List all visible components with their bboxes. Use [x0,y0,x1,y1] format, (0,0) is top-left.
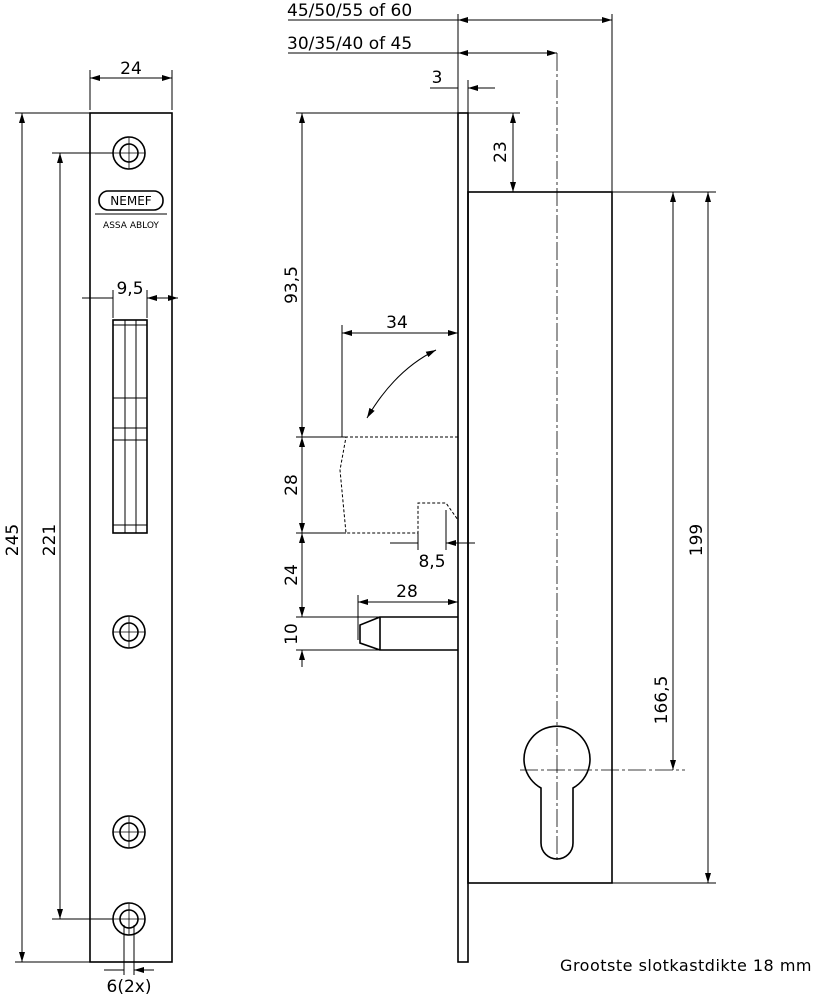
faceplate [89,112,173,963]
screw-hole [112,615,146,649]
dim-screw-hole: 6(2x) [107,977,152,997]
logo-group: ASSA ABLOY [103,221,159,231]
screw-hole [112,902,146,936]
dead-bolt [359,616,458,651]
dim-latch-height: 28 [282,474,302,496]
screw-hole [112,136,146,170]
dim-cylinder-center: 166,5 [652,676,672,725]
dim-backset-large: 45/50/55 of 60 [287,1,412,21]
latch-bolt [339,436,459,534]
cylinder-keyhole [523,725,591,860]
side-view: 45/50/55 of 60 30/35/40 of 45 3 23 93,5 … [282,1,716,963]
lock-case [467,191,613,884]
caption: Grootste slotkastdikte 18 mm [560,956,812,975]
latch-swing-arrow [366,349,437,419]
dim-bolt-projection: 28 [396,582,418,602]
dim-latch-projection: 34 [386,313,408,333]
dim-total-height: 245 [3,524,23,556]
dim-latch-position: 93,5 [282,266,302,304]
screw-hole [112,815,146,849]
logo-brand: NEMEF [110,194,151,208]
dim-case-offset: 23 [491,141,511,163]
dim-latch-width: 9,5 [116,279,143,299]
screw-holes [112,136,146,936]
dim-gap: 24 [282,564,302,586]
latch-slot [112,319,148,534]
nemef-logo: NEMEF ASSA ABLOY [95,190,167,231]
dim-backset-small: 30/35/40 of 45 [287,34,412,54]
dim-screw-spacing: 221 [40,524,60,556]
dim-plate-thickness: 3 [432,68,443,88]
dim-width: 24 [120,59,142,79]
dim-step: 8,5 [418,552,445,572]
front-view: NEMEF ASSA ABLOY 24 9,5 245 221 6(2x) [3,59,178,997]
dim-case-height: 199 [687,524,707,556]
forend-plate [457,112,469,963]
dim-bolt-height: 10 [282,623,302,645]
